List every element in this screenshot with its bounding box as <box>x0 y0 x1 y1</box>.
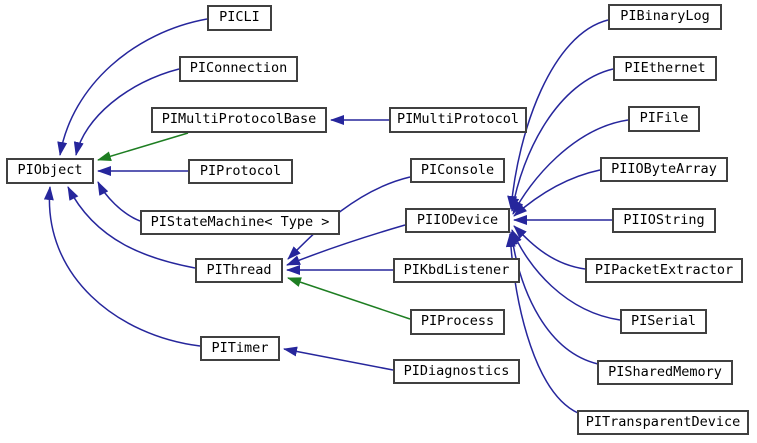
node-pidiagnostics[interactable]: PIDiagnostics <box>393 359 520 384</box>
node-pimultiprotocolbase[interactable]: PIMultiProtocolBase <box>151 107 327 133</box>
node-label: PIProtocol <box>199 162 282 179</box>
edge-pibinarylog-to-piiodevice <box>507 19 609 210</box>
node-piiostring[interactable]: PIIOString <box>612 208 716 233</box>
node-label: PIIOString <box>623 211 705 228</box>
node-piiodevice[interactable]: PIIODevice <box>405 208 510 233</box>
edge-piiobytearray-to-piiodevice <box>513 169 601 217</box>
edge-pipacketextractor-to-piiodevice <box>513 225 586 270</box>
node-label: PIThread <box>206 261 272 278</box>
node-label: PIIODevice <box>416 211 499 228</box>
edge-pitimer-to-piobject <box>43 186 201 347</box>
node-label: PISharedMemory <box>608 363 722 380</box>
node-label: PIDiagnostics <box>403 362 510 379</box>
node-label: PIMultiProtocolBase <box>161 111 317 128</box>
node-piconnection[interactable]: PIConnection <box>179 56 298 82</box>
node-piprotocol[interactable]: PIProtocol <box>188 159 293 184</box>
node-label: PIIOByteArray <box>611 160 717 177</box>
edge-piconnection-to-piobject <box>73 68 180 156</box>
edge-pithread-to-piobject <box>67 186 196 269</box>
node-label: PIConsole <box>420 161 495 178</box>
edge-pidiagnostics-to-pitimer <box>283 346 394 371</box>
node-piserial[interactable]: PISerial <box>620 309 707 334</box>
node-label: PISerial <box>630 312 697 329</box>
node-label: PITransparentDevice <box>585 413 741 430</box>
edge-pifile-to-piiodevice <box>512 119 629 215</box>
node-label: PIKbdListener <box>403 261 510 278</box>
node-label: PIBinaryLog <box>620 8 710 25</box>
edge-piiodevice-to-pithread <box>286 224 406 266</box>
node-label: PIFile <box>639 110 689 127</box>
edge-picli-to-piobject <box>57 18 208 156</box>
node-piobject[interactable]: PIObject <box>6 158 94 184</box>
node-pitimer[interactable]: PITimer <box>200 336 280 361</box>
node-pifile[interactable]: PIFile <box>628 106 700 132</box>
node-pitransparentdevice[interactable]: PITransparentDevice <box>577 410 749 435</box>
node-piconsole[interactable]: PIConsole <box>410 158 505 183</box>
node-label: PIObject <box>17 162 83 179</box>
node-pisharedmemory[interactable]: PISharedMemory <box>597 360 733 385</box>
node-label: PIStateMachine< Type > <box>150 213 330 230</box>
edge-pistatemachinetype-to-piobject <box>97 181 141 222</box>
node-label: PIMultiProtocol <box>397 111 519 128</box>
node-pikbdlistener[interactable]: PIKbdListener <box>393 258 520 283</box>
node-picli[interactable]: PICLI <box>207 5 272 31</box>
node-pithread[interactable]: PIThread <box>195 258 283 283</box>
edge-piethernet-to-piiodevice <box>509 68 614 212</box>
node-label: PIProcess <box>420 313 495 330</box>
edge-piserial-to-piiodevice <box>511 229 621 321</box>
node-piprocess[interactable]: PIProcess <box>410 309 505 335</box>
node-label: PITimer <box>211 339 269 356</box>
node-pistatemachinetype[interactable]: PIStateMachine< Type > <box>140 210 340 235</box>
node-label: PIEthernet <box>624 59 706 76</box>
node-label: PICLI <box>219 9 260 26</box>
node-pipacketextractor[interactable]: PIPacketExtractor <box>585 258 743 283</box>
edge-piprocess-to-pithread <box>287 277 411 320</box>
node-piiobytearray[interactable]: PIIOByteArray <box>600 157 728 182</box>
node-label: PIPacketExtractor <box>594 261 734 278</box>
node-pibinarylog[interactable]: PIBinaryLog <box>608 4 722 30</box>
edge-pisharedmemory-to-piiodevice <box>507 231 599 365</box>
node-piethernet[interactable]: PIEthernet <box>613 56 717 81</box>
node-pimultiprotocol[interactable]: PIMultiProtocol <box>389 107 527 133</box>
node-label: PIConnection <box>189 60 288 77</box>
edge-pimultiprotocolbase-to-piobject <box>97 132 189 162</box>
